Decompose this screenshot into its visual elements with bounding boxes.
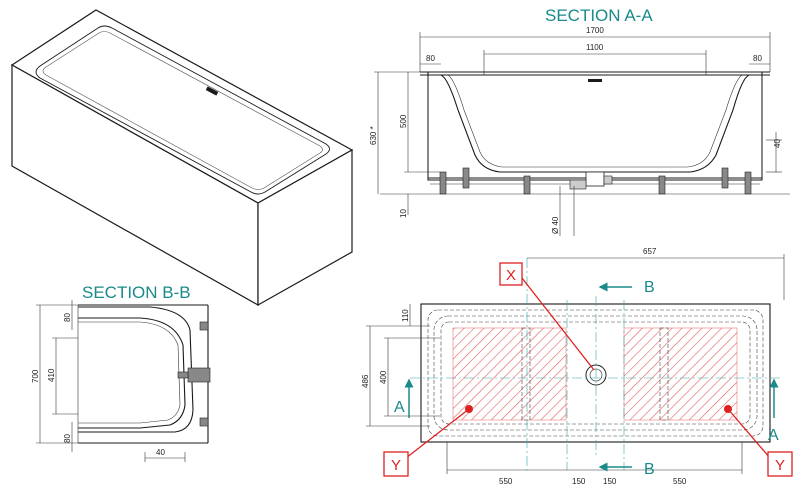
dim-bb-overall-height: 700 [31,369,40,383]
dim-bb-foot: 40 [156,448,165,457]
dim-bottom-2: 150 [572,477,586,486]
dim-rim-left: 80 [426,54,435,63]
section-b-bottom-label: B [644,461,655,478]
section-bb: SECTION B-B 700 410 80 80 [31,283,211,462]
dim-plan-width: 486 [361,374,370,388]
dim-floor-gap: 10 [399,209,408,218]
callout-y-left-box [383,451,409,477]
plan-view: 657 486 400 110 550 150 150 550 A A B B … [361,247,793,486]
callout-y-right-label: Y [775,457,785,474]
isometric-bathtub-view [10,9,354,307]
section-a-right-label: A [768,427,779,444]
dim-overall-length: 1700 [586,26,604,35]
dim-rim-right: 80 [753,54,762,63]
dim-bottom-1: 550 [499,477,513,486]
section-bb-title: SECTION B-B [82,283,191,302]
tub-overflow-slot [205,86,219,96]
tub-basin-inner-rim [42,31,323,190]
dim-plan-inner-width: 400 [379,370,388,384]
plan-outer [420,303,771,443]
section-a-left-label: A [394,399,405,416]
section-aa-outer-shell [427,71,763,181]
plan-hatch-right [623,327,738,421]
dim-plan-top-margin: 110 [401,309,410,322]
tub-side-face [257,148,353,307]
callout-x-box [499,262,523,286]
section-aa-overflow [588,79,602,82]
dim-bb-rim-bottom: 80 [63,434,72,443]
dim-foot-height: 40 [773,139,782,148]
dim-inner-depth: 500 [399,114,408,128]
dim-total-height: 630 * [369,126,378,145]
callout-x-label: X [506,267,516,284]
dim-bb-rim-top: 80 [63,313,72,322]
section-bb-basin [78,317,186,429]
dim-bb-inner-height: 410 [47,368,56,382]
dim-bottom-3: 150 [603,477,617,486]
section-b-top-label: B [644,279,655,296]
section-bb-support [177,321,211,427]
dim-bottom-4: 550 [673,477,687,486]
callout-y-right-box [767,451,793,477]
section-aa-title: SECTION A-A [545,6,653,25]
callout-y-left-label: Y [391,457,401,474]
dim-inner-length: 1100 [586,43,604,52]
dim-drain-offset: 657 [643,247,657,256]
plan-hatch-left [452,327,567,421]
section-aa-basin [440,74,750,173]
dim-waste-diameter: Ø 40 [551,216,560,234]
section-aa: SECTION A-A 1700 1100 80 80 [369,6,790,236]
section-aa-waste [569,171,613,190]
tub-basin-rim [35,25,330,195]
